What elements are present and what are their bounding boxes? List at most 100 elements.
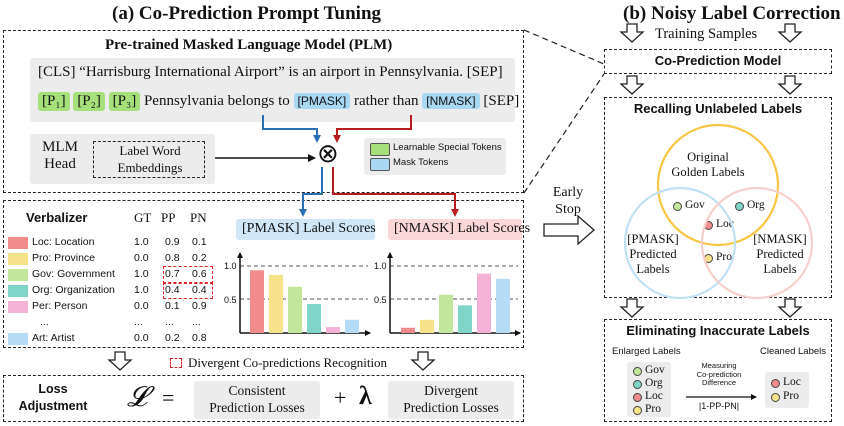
mask-legend-label: Mask Tokens: [393, 157, 449, 168]
recall-title: Recalling Unlabeled Labels: [633, 101, 803, 116]
pmask-chart: [237, 252, 371, 336]
verbalizer-gt-value: 1.0: [134, 268, 149, 280]
label-text: Org: [747, 199, 765, 211]
nmask-chart-title-bg: [388, 219, 522, 240]
pmask-token: [PMASK]: [293, 93, 351, 109]
verbalizer-swatch: [8, 301, 28, 313]
bar: [288, 286, 302, 333]
loss-symbol: 𝓛: [127, 380, 148, 413]
gt-header: GT: [134, 210, 152, 225]
down-arrow-ts-1: [619, 23, 645, 43]
label-text: Loc: [645, 390, 663, 402]
mlm-head-area: [30, 134, 215, 184]
pmask-ytick-05: 0.5: [224, 295, 237, 305]
nmask-ytick-05: 0.5: [374, 295, 387, 305]
label-dot: [735, 202, 744, 211]
bar: [250, 270, 264, 333]
verbalizer-swatch: [8, 333, 28, 345]
verbalizer-gt-value: 1.0: [134, 284, 149, 296]
label-text: Pro: [716, 251, 732, 263]
verbalizer-pn-value: 0.4: [192, 284, 207, 296]
verbalizer-swatch: [8, 285, 28, 297]
verbalizer-gt-value: 0.0: [134, 252, 149, 264]
verbalizer-label: Art: Artist: [32, 332, 75, 344]
label-dot: [771, 379, 780, 388]
nmask-bars: [401, 273, 510, 333]
label-dot: [633, 406, 642, 415]
verbalizer-box: [3, 200, 524, 348]
verbalizer-gt-value: 1.0: [134, 236, 149, 248]
verbalizer-pp-value: 0.8: [165, 252, 180, 264]
bar: [307, 303, 321, 333]
label-text: Pro: [645, 403, 661, 415]
divergent-legend-swatch: [170, 358, 182, 368]
plm-input-area: [30, 58, 515, 122]
verbalizer-label: ...: [40, 316, 49, 328]
training-samples-label: Training Samples: [655, 26, 758, 42]
product-to-pmask-chart-arrow: [299, 167, 323, 217]
input-sentence: [CLS] “Harrisburg International Airport”…: [38, 64, 503, 80]
enlarged-labels-title: Enlarged Labels: [612, 346, 681, 357]
recall-box: [604, 97, 832, 298]
co-prediction-model-label: Co-Prediction Model: [654, 53, 782, 68]
bar: [345, 319, 359, 333]
label-dot: [771, 393, 780, 402]
bar: [420, 319, 434, 333]
verbalizer-pn-value: ...: [192, 316, 201, 328]
difference-formula: |1-PP-PN|: [698, 401, 740, 411]
divergent-loss-area: [388, 381, 514, 419]
verbalizer-pp-value: 0.7: [165, 268, 180, 280]
bar: [477, 273, 491, 333]
cleaned-labels-area: [765, 372, 809, 408]
divergent-highlight-org: [163, 282, 213, 299]
pn-header: PN: [190, 210, 207, 225]
connector-top: [523, 29, 605, 65]
equals-sign: =: [162, 385, 175, 410]
label-dot: [633, 393, 642, 402]
eliminate-box: [604, 319, 832, 422]
pmask-bars: [250, 270, 359, 333]
down-arrow-rec-1: [619, 298, 645, 318]
pmask-predicted-circle: [623, 186, 737, 300]
verbalizer-pn-value: 0.2: [192, 252, 207, 264]
verbalizer-title: Verbalizer: [26, 210, 88, 225]
divergent-legend-label: Divergent Co-predictions Recognition: [188, 355, 388, 370]
product-to-nmask-chart-arrow: [332, 167, 459, 217]
pmask-ytick-1: 1.0: [224, 261, 237, 271]
verbalizer-gt-value: 0.0: [134, 332, 149, 344]
co-prediction-model-box: [604, 49, 832, 74]
verbalizer-label: Org: Organization: [32, 284, 115, 296]
down-arrow-rec-2: [777, 298, 803, 318]
token-p2: [P₂]: [73, 92, 105, 111]
eliminate-title: Eliminating Inaccurate Labels: [626, 323, 810, 338]
nmask-flow-arrow: [333, 115, 412, 143]
nmask-chart-title: [NMASK] Label Scores: [394, 221, 531, 236]
label-text: Org: [645, 377, 663, 389]
pmask-chart-title: [PMASK] Label Scores: [242, 221, 376, 236]
verbalizer-pp-value: 0.4: [165, 284, 180, 296]
sep-token: [SEP]: [483, 93, 520, 109]
prompt-text: Pennsylvania belongs to: [143, 93, 290, 109]
lambda-symbol: λ: [359, 381, 372, 410]
verbalizer-pn-value: 0.9: [192, 300, 207, 312]
token-p3: [P₃]: [108, 92, 141, 111]
verbalizer-pn-value: 0.8: [192, 332, 207, 344]
label-text: Loc: [783, 376, 801, 388]
plus-sign: +: [334, 385, 347, 410]
verbalizer-swatch: [8, 269, 28, 281]
down-arrow-cpm-2: [777, 75, 803, 95]
verbalizer-gt-value: 0.0: [134, 300, 149, 312]
plm-title: Pre-trained Masked Language Model (PLM): [105, 37, 393, 53]
prompt-line: [P₁] [P₂] [P₃] Pennsylvania belongs to […: [38, 92, 519, 111]
bar: [326, 327, 340, 333]
consistent-loss-area: [194, 381, 320, 419]
learnable-legend-swatch: [370, 143, 390, 156]
